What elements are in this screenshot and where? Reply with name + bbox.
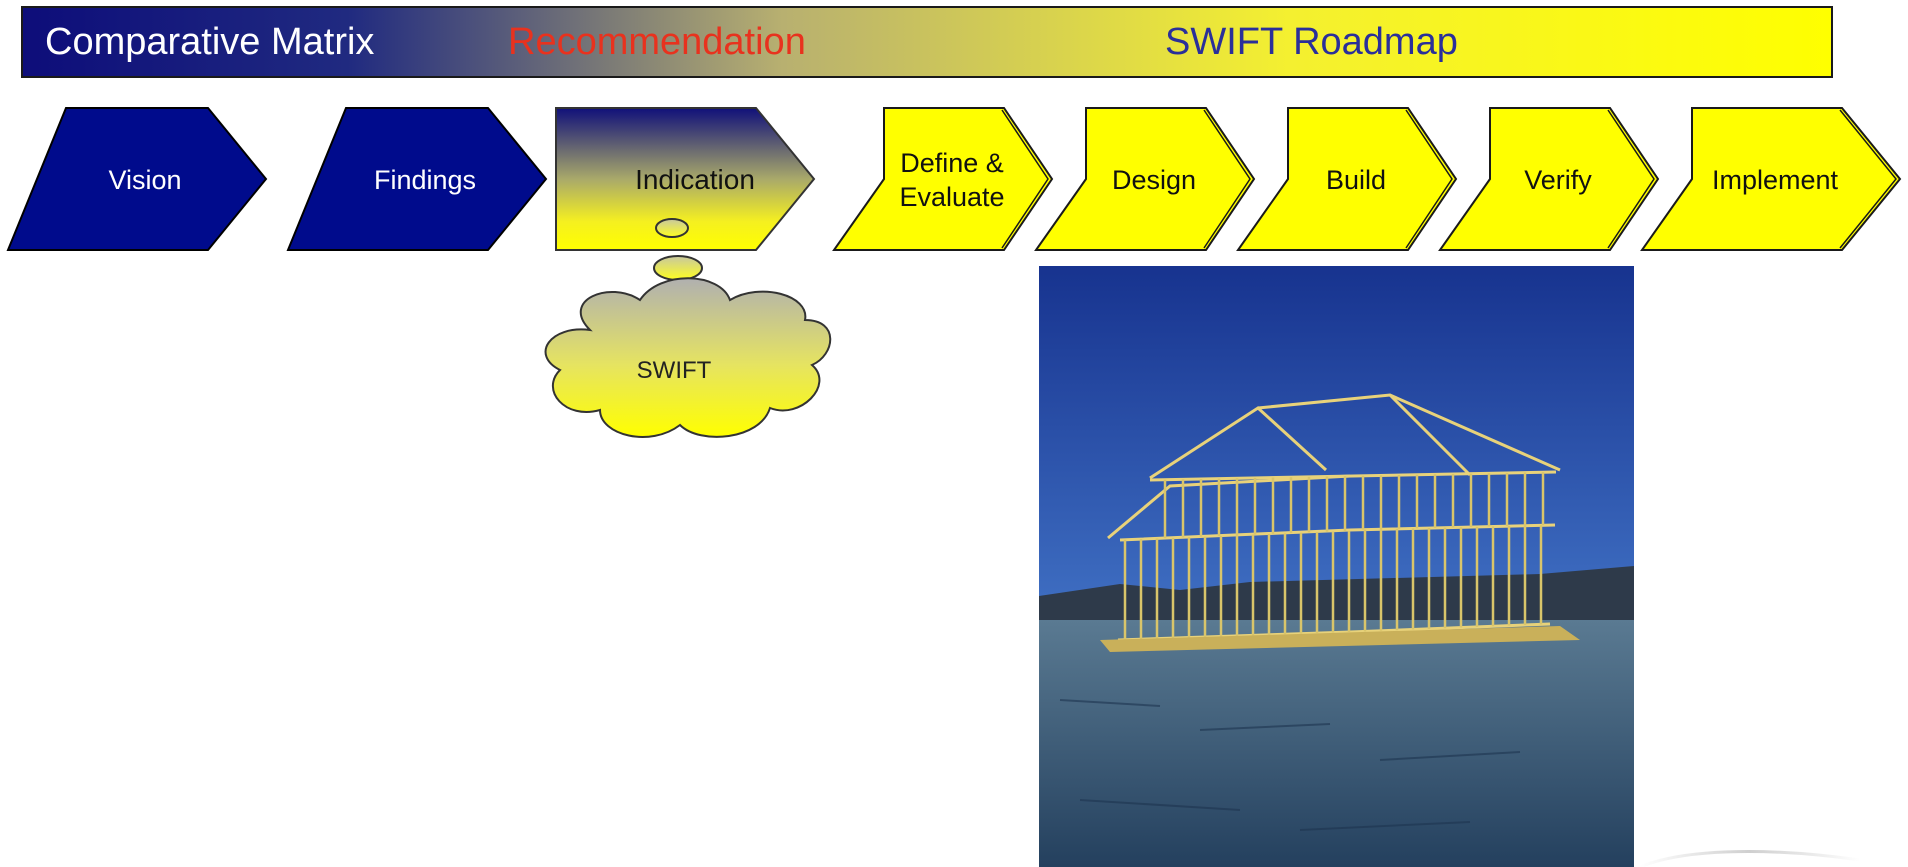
process-chevrons: Vision Findings Indication Define & Evaluate…	[6, 107, 1902, 251]
house-studs	[1123, 472, 1545, 640]
ground-texture	[1059, 699, 1521, 831]
chevron-shape	[1438, 107, 1660, 251]
chevron-shape	[1236, 107, 1458, 251]
banner-bar	[21, 6, 1833, 78]
process-step-label: Vision	[108, 165, 181, 195]
process-step-label: Evaluate	[899, 182, 1004, 212]
chevron-shape	[832, 107, 1054, 251]
house-slab	[1100, 626, 1580, 652]
process-step-label: Indication	[635, 164, 755, 195]
thought-bubble-small	[655, 218, 689, 238]
process-step-label: Verify	[1524, 165, 1592, 195]
process-step-label: Findings	[374, 165, 476, 195]
process-step-indication[interactable]: Indication	[555, 107, 816, 251]
process-step-label: Implement	[1712, 165, 1839, 195]
process-step-verify[interactable]: Verify	[1438, 107, 1660, 251]
house-frame-photo	[1039, 266, 1634, 867]
chevron-shape	[6, 107, 268, 251]
cloud-shape	[544, 277, 832, 438]
process-step-label: Build	[1326, 165, 1386, 195]
process-step-define-evaluate[interactable]: Define & Evaluate	[832, 107, 1054, 251]
process-step-implement[interactable]: Implement	[1640, 107, 1902, 251]
process-step-design[interactable]: Design	[1034, 107, 1256, 251]
decorative-arc	[1639, 850, 1861, 867]
chevron-shape	[286, 107, 548, 251]
top-banner: Comparative Matrix Recommendation SWIFT …	[21, 6, 1833, 78]
banner-tab-comparative-matrix[interactable]: Comparative Matrix	[45, 21, 374, 63]
process-step-label: Design	[1112, 165, 1196, 195]
banner-tab-recommendation[interactable]: Recommendation	[508, 21, 806, 63]
chevron-inner-edge	[1839, 109, 1897, 249]
cloud-label: SWIFT	[637, 357, 712, 384]
photo-ground	[1039, 620, 1634, 867]
thought-bubble-medium	[653, 255, 703, 281]
process-step-label: Define &	[900, 148, 1004, 178]
chevron-inner-edge	[1203, 109, 1251, 249]
banner-tab-swift-roadmap[interactable]: SWIFT Roadmap	[1165, 21, 1458, 63]
process-step-build[interactable]: Build	[1236, 107, 1458, 251]
chevron-shape	[1034, 107, 1256, 251]
chevron-shape	[555, 107, 816, 251]
process-step-vision[interactable]: Vision	[6, 107, 268, 251]
chevron-inner-edge	[1607, 109, 1655, 249]
process-step-findings[interactable]: Findings	[286, 107, 548, 251]
chevron-shape	[1640, 107, 1902, 251]
thought-cloud: SWIFT	[544, 218, 832, 438]
chevron-inner-edge	[1405, 109, 1453, 249]
chevron-inner-edge	[1001, 109, 1049, 249]
